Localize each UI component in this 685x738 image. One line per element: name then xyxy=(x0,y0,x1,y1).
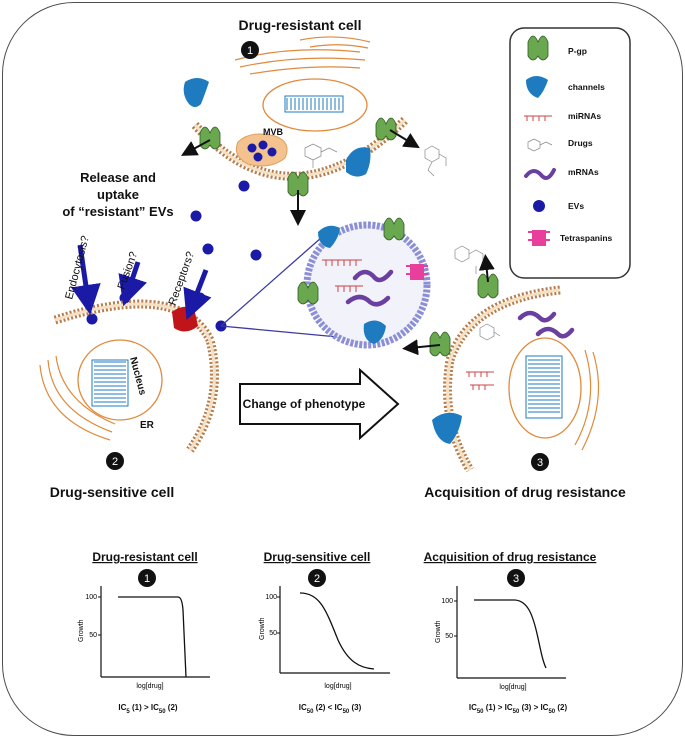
drug-sensitive-cell: Nucleus ER Endocytosis? Fusion? Receptor… xyxy=(39,170,219,500)
phenotype-label: Change of phenotype xyxy=(243,397,366,411)
legend-label-2: miRNAs xyxy=(568,111,601,121)
release-line1: Release and xyxy=(80,170,156,185)
dose-response-charts: Drug-resistant cell 1 100 50 Growth log[… xyxy=(78,550,597,715)
ev-zoom xyxy=(220,217,431,349)
drug-resistant-cell: MVB 1 Drug-resistant cell xyxy=(180,17,447,226)
chart-3-number: 3 xyxy=(513,573,519,585)
legend: P-gp channels miRNAs Drugs mRNAs EVs Tet… xyxy=(509,27,631,279)
endocytosis-arrow xyxy=(70,244,101,315)
legend-label-5: EVs xyxy=(568,201,584,211)
legend-pgp-icon xyxy=(527,35,549,61)
top-drug-molecules xyxy=(304,143,447,177)
chart-2-badge xyxy=(308,569,326,587)
chart-1-ytick-50: 50 xyxy=(89,632,97,639)
chart-3-title: Acquisition of drug resistance xyxy=(424,550,597,564)
top-channel-right xyxy=(346,147,371,177)
legend-label-0: P-gp xyxy=(568,46,587,56)
chart-1-badge xyxy=(138,569,156,587)
chart-2-number: 2 xyxy=(314,573,320,585)
release-line3: of “resistant” EVs xyxy=(62,204,173,219)
legend-mirna-icon xyxy=(524,115,552,121)
chart-1-ytick-100: 100 xyxy=(85,594,97,601)
top-title: Drug-resistant cell xyxy=(239,17,362,33)
chart-1: Drug-resistant cell 1 100 50 Growth log[… xyxy=(78,550,210,715)
receptor xyxy=(172,306,198,332)
right-nucleus xyxy=(508,337,582,439)
legend-label-3: Drugs xyxy=(568,138,593,148)
top-number: 1 xyxy=(247,45,253,57)
chart-3-ytick-50: 50 xyxy=(445,633,453,640)
legend-label-6: Tetraspanins xyxy=(560,233,613,243)
left-title: Drug-sensitive cell xyxy=(50,484,175,500)
legend-label-1: channels xyxy=(568,82,605,92)
legend-tetraspanin-icon xyxy=(528,230,550,246)
top-pgp-right xyxy=(375,117,420,149)
left-number: 2 xyxy=(112,456,118,468)
chart-3-ylabel: Growth xyxy=(435,620,442,643)
legend-label-4: mRNAs xyxy=(568,167,599,177)
right-number: 3 xyxy=(537,457,543,469)
ev-zoom-vesicle xyxy=(303,221,431,349)
chart-3-xlabel: log[drug] xyxy=(499,684,526,691)
chart-1-ylabel: Growth xyxy=(78,619,85,642)
chart-2-curve xyxy=(299,592,375,670)
phenotype-arrow: Change of phenotype xyxy=(239,367,400,441)
mvb-label: MVB xyxy=(263,127,284,137)
chart-2-ylabel: Growth xyxy=(259,617,266,640)
right-pgp-top xyxy=(477,273,499,299)
chart-2-caption: IC50 (2) < IC50 (3) xyxy=(299,703,362,715)
top-pgp-left xyxy=(180,126,221,156)
top-channel-left xyxy=(183,78,209,107)
top-number-badge xyxy=(241,41,259,59)
chart-1-number: 1 xyxy=(144,573,150,585)
chart-2-title: Drug-sensitive cell xyxy=(264,550,371,564)
chart-1-xlabel: log[drug] xyxy=(136,683,163,690)
receptors-arrow xyxy=(183,269,212,320)
chart-1-caption: IC5 (1) > IC50 (2) xyxy=(118,703,177,715)
right-title: Acquisition of drug resistance xyxy=(424,484,626,500)
top-pgp-bottom xyxy=(287,171,309,226)
chart-3-badge xyxy=(507,569,525,587)
chart-1-curve xyxy=(118,596,187,678)
legend-ev-icon xyxy=(533,200,545,212)
legend-channel-icon xyxy=(526,76,548,98)
fusion-arrow xyxy=(118,261,147,307)
chart-3-curve xyxy=(474,599,547,669)
er-label: ER xyxy=(140,420,155,431)
legend-drug-icon xyxy=(527,138,553,152)
left-nucleus xyxy=(77,339,163,421)
nucleus-label: Nucleus xyxy=(127,356,148,397)
chart-3-caption: IC50 (1) > IC50 (3) > IC50 (2) xyxy=(469,703,568,715)
chart-2: Drug-sensitive cell 2 100 50 Growth log[… xyxy=(259,550,390,715)
right-number-badge xyxy=(531,453,549,471)
chart-1-title: Drug-resistant cell xyxy=(92,550,197,564)
chart-2-ytick-50: 50 xyxy=(269,630,277,637)
chart-2-xlabel: log[drug] xyxy=(324,683,351,690)
left-er xyxy=(39,355,116,441)
mvb xyxy=(235,133,288,167)
right-pgp-left xyxy=(429,331,451,357)
release-line2: uptake xyxy=(97,187,139,202)
right-channel xyxy=(432,412,462,444)
left-number-badge xyxy=(106,452,124,470)
top-nucleus xyxy=(262,78,368,132)
chart-3: Acquisition of drug resistance 3 100 50 … xyxy=(424,550,597,715)
chart-2-ytick-100: 100 xyxy=(265,594,277,601)
acquired-resistance-cell: 3 Acquisition of drug resistance xyxy=(402,245,626,500)
chart-3-ytick-100: 100 xyxy=(441,598,453,605)
legend-mrna-icon xyxy=(524,168,556,180)
